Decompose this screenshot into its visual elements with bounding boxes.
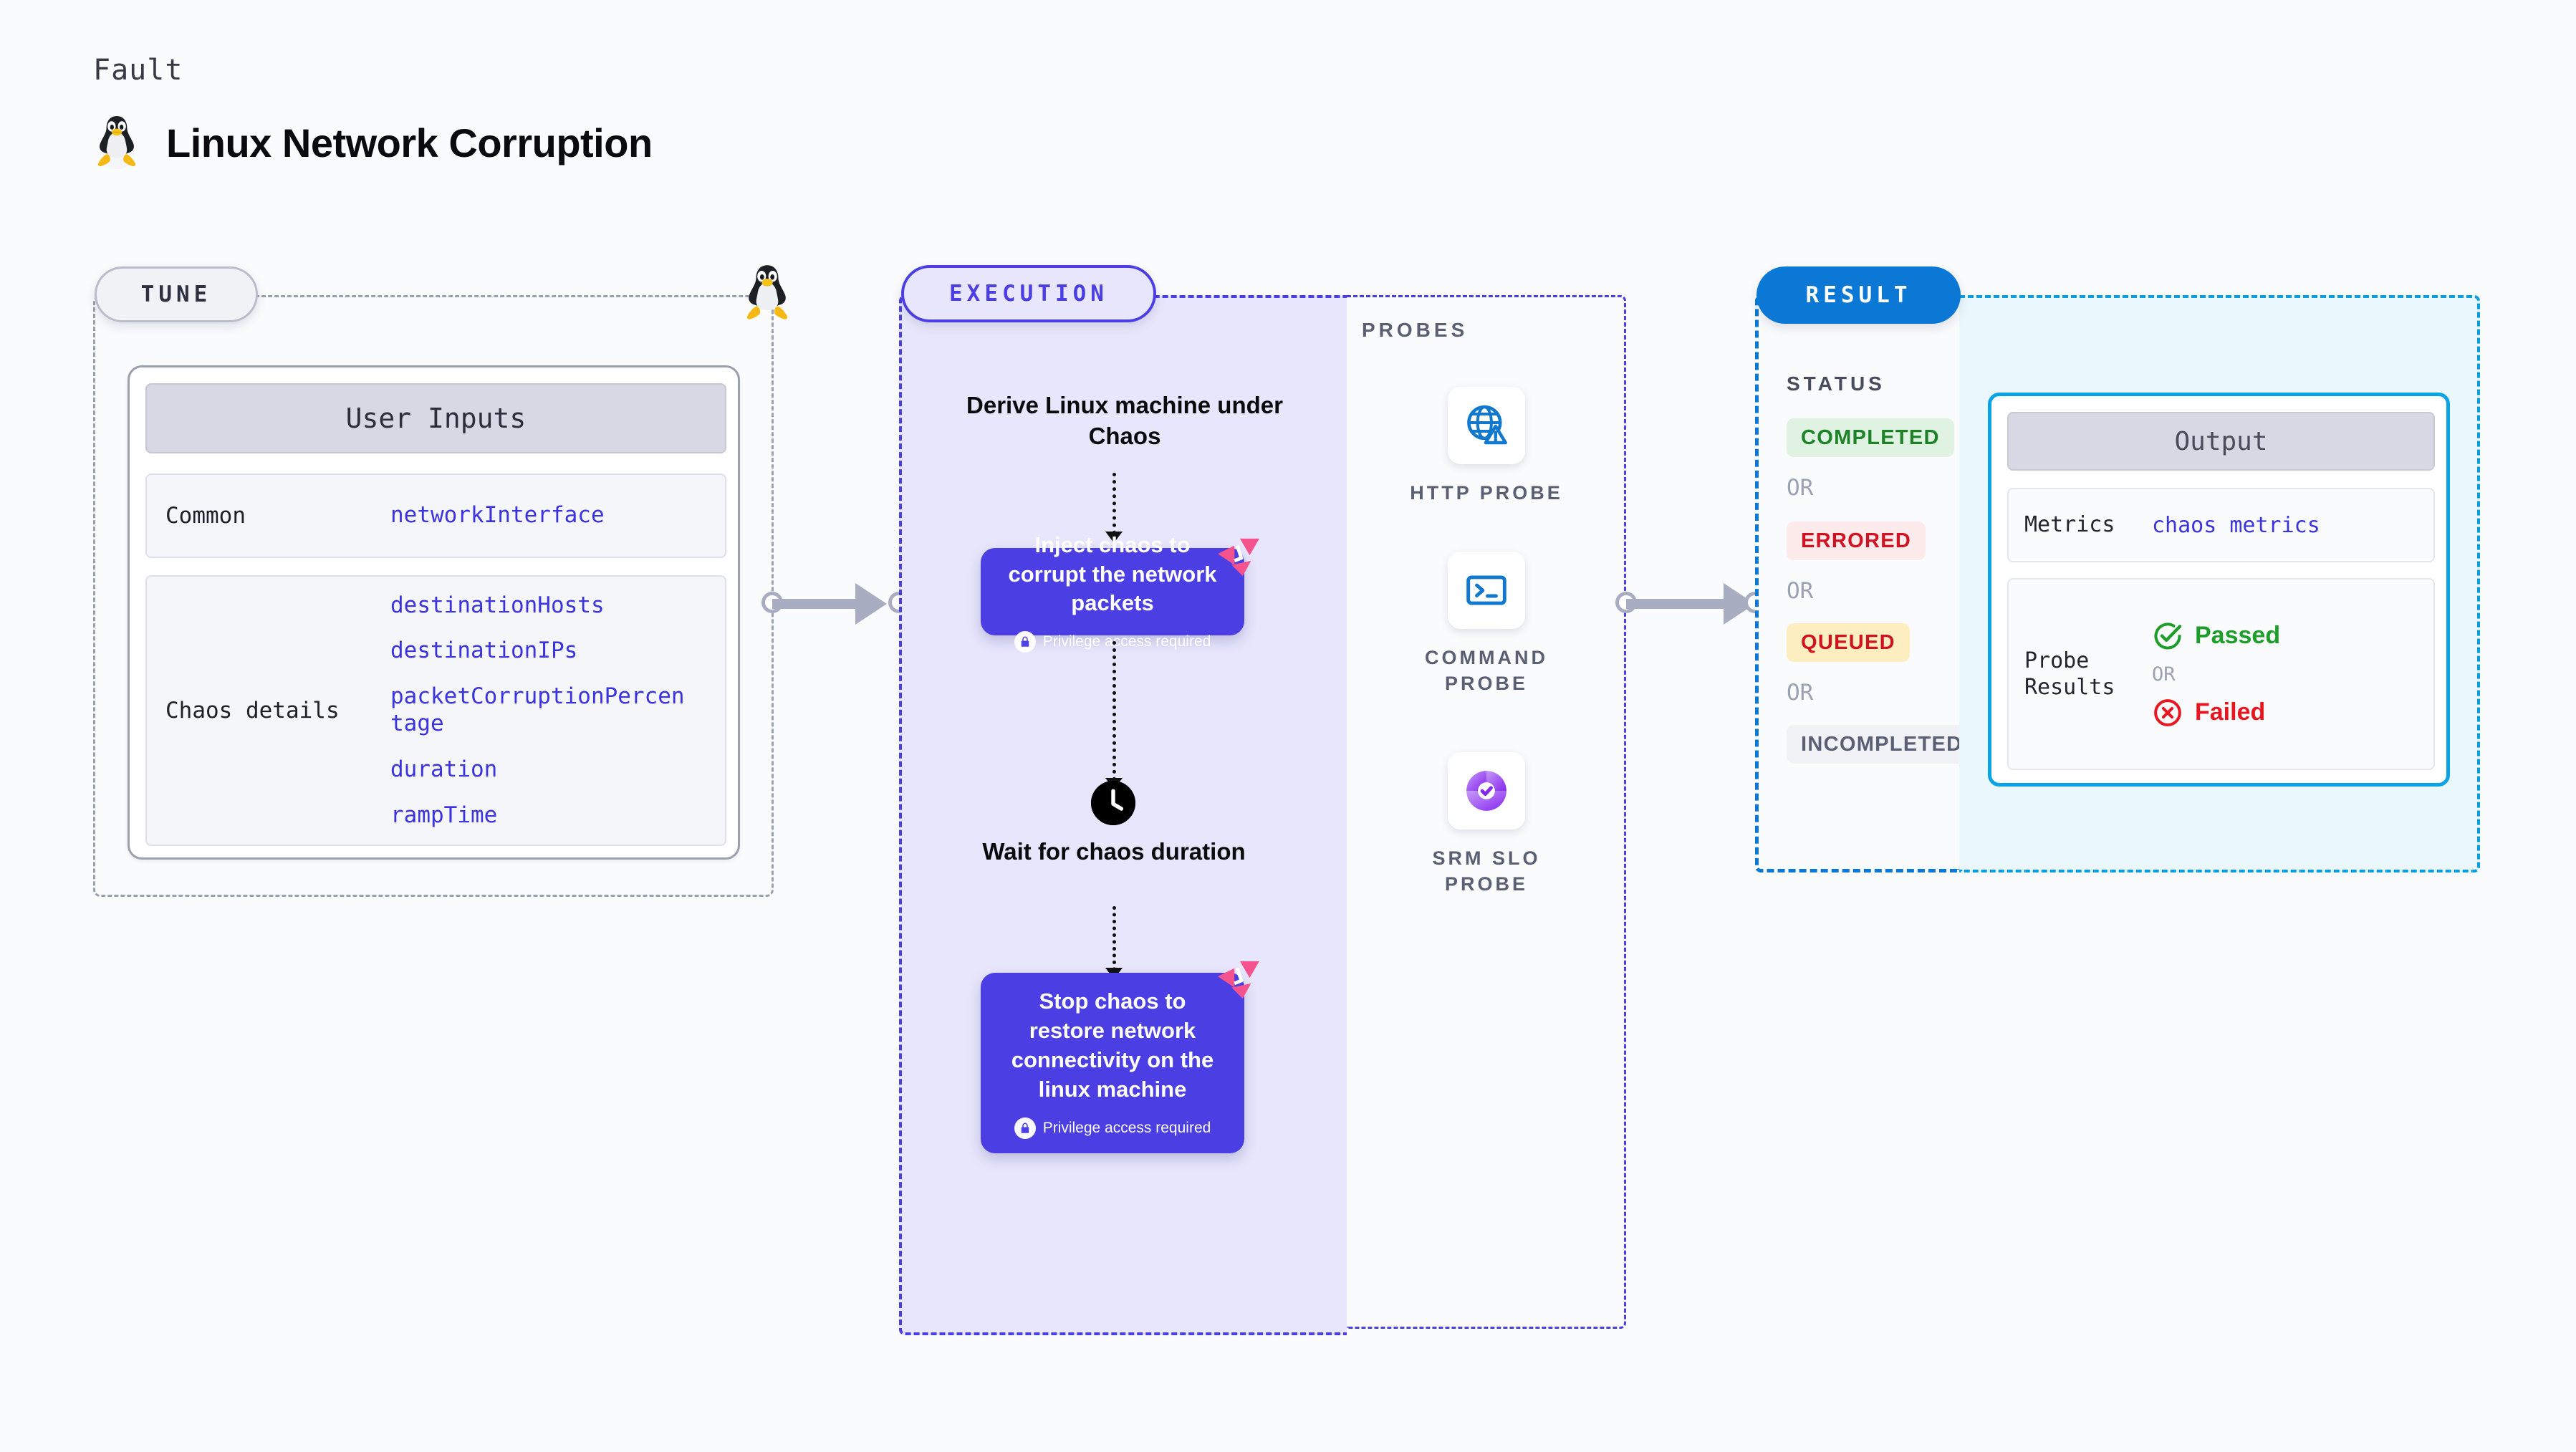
value-networkInterface[interactable]: networkInterface [390, 502, 605, 529]
row-values: destinationHosts destinationIPs packetCo… [390, 592, 691, 830]
probe-item-srm-slo[interactable]: SRM SLO PROBE [1408, 752, 1565, 898]
box-title: Inject chaos to corrupt the network pack… [1008, 532, 1217, 616]
page-title-row: Linux Network Corruption [93, 115, 653, 170]
check-circle-icon [2154, 622, 2182, 649]
litmus-chaos-mark-icon [1218, 538, 1259, 577]
lock-icon [1014, 631, 1036, 653]
globe-warning-icon [1467, 405, 1507, 445]
result-panel [1755, 295, 1959, 872]
privilege-note: Privilege access required [1014, 631, 1211, 653]
page-title: Linux Network Corruption [166, 120, 653, 165]
output-row-probe-results: Probe Results Passed OR Failed [2007, 578, 2435, 770]
metrics-value[interactable]: chaos metrics [2152, 512, 2320, 538]
x-circle-icon [2154, 698, 2181, 726]
probe-result-failed: Failed [2152, 697, 2280, 729]
probe-item-http[interactable]: HTTP PROBE [1408, 387, 1565, 506]
status-or-3: OR [1787, 680, 1814, 706]
row-values: networkInterface [390, 502, 691, 529]
probe-item-command[interactable]: COMMAND PROBE [1408, 552, 1565, 697]
page-kicker: Fault [93, 54, 183, 87]
probe-results-values: Passed OR Failed [2152, 620, 2280, 729]
linux-penguin-icon [97, 116, 136, 169]
user-inputs-title: User Inputs [145, 383, 726, 453]
privilege-text: Privilege access required [1042, 633, 1211, 650]
flow-arrow-3 [1105, 906, 1123, 979]
user-input-row-common: Common networkInterface [145, 473, 726, 558]
probes-section-label: PROBES [1362, 319, 1469, 341]
probe-result-passed: Passed [2152, 620, 2280, 652]
privilege-text: Privilege access required [1042, 1119, 1211, 1136]
probe-results-label: Probe Results [2009, 648, 2152, 701]
execution-step-box-stop[interactable]: Stop chaos to restore network connectivi… [981, 973, 1244, 1153]
probe-label: COMMAND PROBE [1425, 647, 1548, 695]
metrics-label: Metrics [2024, 512, 2115, 538]
flow-arrow-2 [1105, 641, 1123, 789]
failed-label: Failed [2195, 698, 2266, 726]
execution-step-box-inject[interactable]: Inject chaos to corrupt the network pack… [981, 532, 1244, 653]
probe-tile [1448, 752, 1525, 830]
status-badge-incompleted: INCOMPLETED [1787, 725, 1977, 764]
user-input-row-chaos-details: Chaos details destinationHosts destinati… [145, 575, 726, 846]
execution-step-title-derive: Derive Linux machine under Chaos [966, 392, 1283, 449]
tune-chip[interactable]: TUNE [95, 266, 258, 322]
status-section-label: STATUS [1787, 372, 1885, 395]
litmus-chaos-mark-icon [1218, 961, 1259, 999]
status-badge-queued: QUEUED [1787, 623, 1910, 662]
status-or-2: OR [1787, 578, 1814, 604]
row-label: Common [165, 503, 246, 529]
terminal-prompt-icon [1466, 575, 1506, 605]
value-destinationHosts[interactable]: destinationHosts [390, 592, 605, 618]
probe-tile [1448, 387, 1525, 464]
result-chip[interactable]: RESULT [1756, 266, 1961, 324]
probe-label: SRM SLO PROBE [1432, 847, 1541, 895]
status-or-1: OR [1787, 475, 1814, 501]
execution-chip[interactable]: EXECUTION [901, 265, 1156, 322]
value-rampTime[interactable]: rampTime [390, 802, 498, 828]
row-label: Chaos details [165, 698, 340, 723]
linux-penguin-icon-tune [746, 265, 788, 319]
execution-step-title-wait: Wait for chaos duration [982, 838, 1246, 865]
probe-label: HTTP PROBE [1410, 482, 1563, 504]
privilege-note: Privilege access required [1014, 1117, 1211, 1139]
value-packetCorruptionPercentage[interactable]: packetCorruptionPercentage [390, 683, 685, 736]
user-inputs-card: User Inputs Common networkInterface Chao… [128, 365, 740, 860]
probe-result-or: OR [2152, 663, 2176, 686]
passed-label: Passed [2195, 622, 2281, 649]
probe-results-label-text: Probe Results [2024, 648, 2115, 701]
status-badge-errored: ERRORED [1787, 521, 1926, 560]
output-card: Output Metrics chaos metrics Probe Resul… [1988, 393, 2450, 787]
clock-icon [1091, 781, 1135, 825]
value-duration[interactable]: duration [390, 756, 498, 782]
box-title: Stop chaos to restore network connectivi… [1011, 989, 1214, 1102]
lock-icon [1014, 1117, 1036, 1139]
output-row-metrics: Metrics chaos metrics [2007, 488, 2435, 562]
connector-execution-to-result [1626, 583, 1755, 625]
status-badge-completed: COMPLETED [1787, 418, 1954, 457]
slo-donut-check-icon [1466, 771, 1506, 811]
connector-tune-to-execution [772, 583, 887, 625]
value-destinationIPs[interactable]: destinationIPs [390, 638, 578, 664]
output-title: Output [2007, 412, 2435, 471]
probe-tile [1448, 552, 1525, 629]
flow-arrow-1 [1105, 473, 1123, 543]
